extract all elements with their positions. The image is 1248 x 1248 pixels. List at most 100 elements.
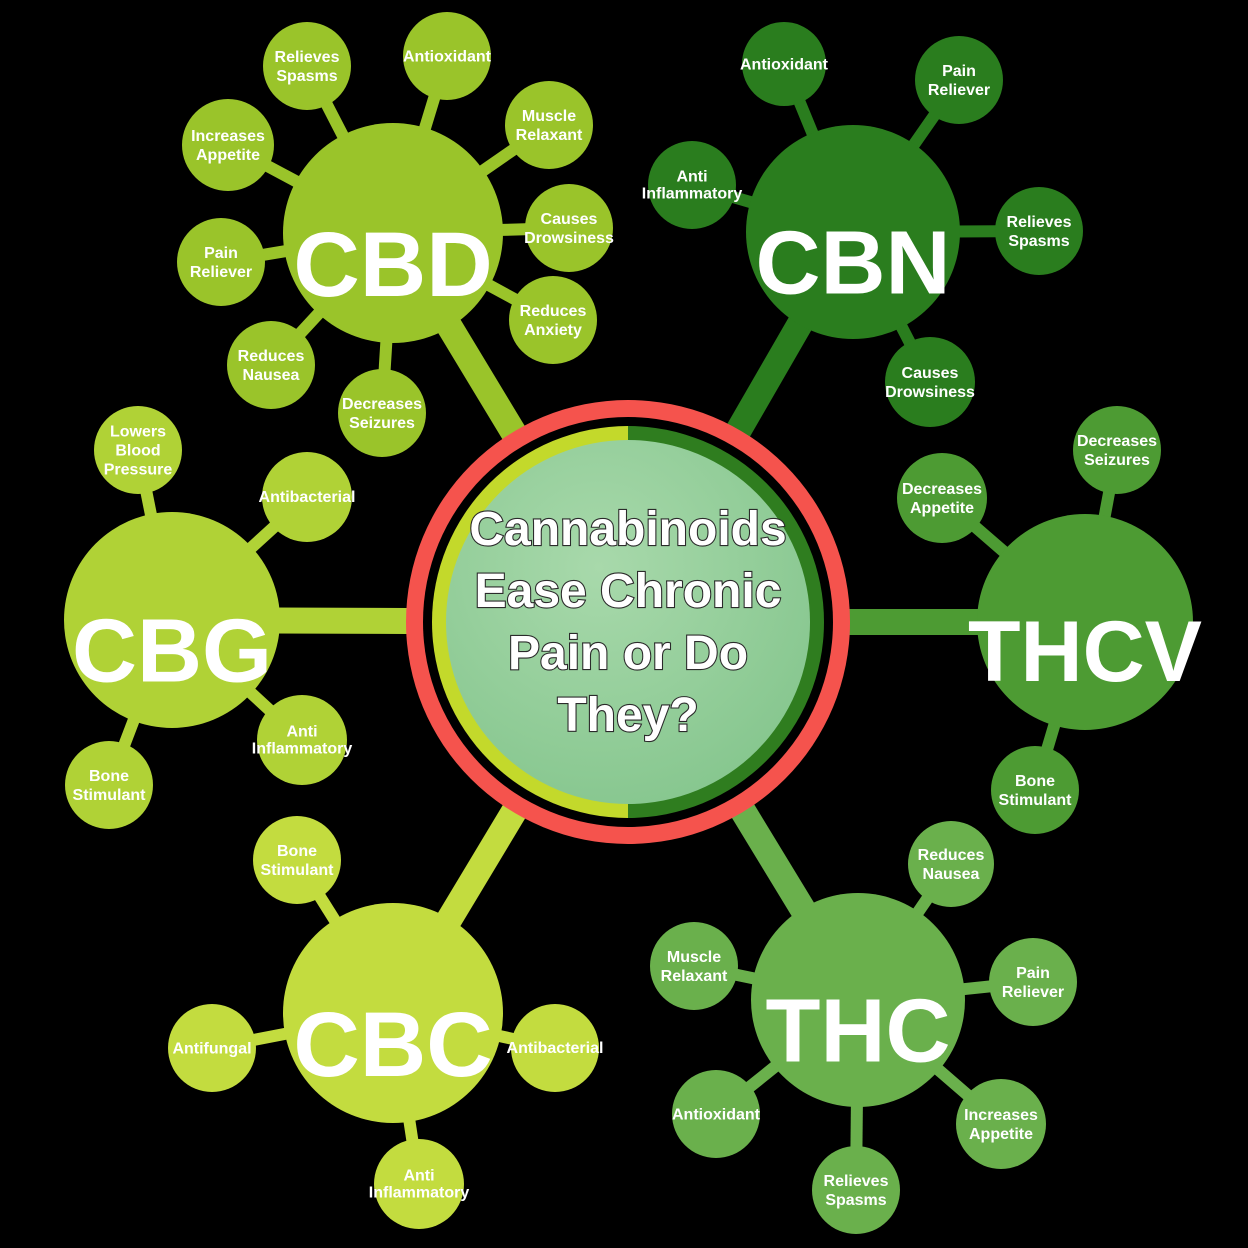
satellite-label: Inflammatory bbox=[642, 185, 743, 202]
satellite-label: Appetite bbox=[969, 1126, 1033, 1143]
satellite-thc-antioxidant[interactable]: Antioxidant bbox=[672, 1070, 761, 1158]
satellite-circle[interactable] bbox=[650, 922, 738, 1010]
satellite-label: Anxiety bbox=[524, 322, 582, 339]
satellite-circle[interactable] bbox=[897, 453, 987, 543]
satellite-circle[interactable] bbox=[257, 695, 347, 785]
hub-circle-cbd[interactable] bbox=[283, 123, 503, 343]
satellite-label: Relaxant bbox=[661, 968, 728, 985]
satellite-circle[interactable] bbox=[505, 81, 593, 169]
hub-circle-cbn[interactable] bbox=[746, 125, 960, 339]
hub-cbc[interactable]: CBC bbox=[283, 903, 503, 1123]
satellite-circle[interactable] bbox=[991, 746, 1079, 834]
satellite-cbc-antibacterial[interactable]: Antibacterial bbox=[507, 1004, 604, 1092]
satellite-cbc-antifungal[interactable]: Antifungal bbox=[168, 1004, 256, 1092]
satellite-circle[interactable] bbox=[94, 406, 182, 494]
satellite-circle[interactable] bbox=[956, 1079, 1046, 1169]
connector-cbd-2 bbox=[475, 142, 520, 179]
hub-thc[interactable]: THC bbox=[751, 893, 965, 1107]
hub-cbn[interactable]: CBN bbox=[746, 125, 960, 339]
connector-cbn-0 bbox=[792, 96, 821, 141]
satellite-label: Reliever bbox=[190, 264, 252, 281]
center-fill bbox=[446, 440, 810, 804]
satellite-label: Spasms bbox=[276, 68, 337, 85]
satellite-circle[interactable] bbox=[989, 938, 1077, 1026]
satellite-label: Appetite bbox=[196, 147, 260, 164]
satellite-label: Relieves bbox=[1007, 214, 1072, 231]
satellite-circle[interactable] bbox=[511, 1004, 599, 1092]
satellite-cbd-antioxidant[interactable]: Antioxidant bbox=[403, 12, 492, 100]
hub-circle-cbc[interactable] bbox=[283, 903, 503, 1123]
satellite-label: Spasms bbox=[825, 1192, 886, 1209]
satellite-circle[interactable] bbox=[227, 321, 315, 409]
connector-thc-4 bbox=[743, 1058, 783, 1094]
satellite-circle[interactable] bbox=[812, 1146, 900, 1234]
satellite-circle[interactable] bbox=[262, 452, 352, 542]
satellite-circle[interactable] bbox=[672, 1070, 760, 1158]
satellite-label: Drowsiness bbox=[885, 384, 975, 401]
hub-circle-thcv[interactable] bbox=[977, 514, 1193, 730]
satellite-circle[interactable] bbox=[253, 816, 341, 904]
satellite-label: Pain bbox=[1016, 965, 1050, 982]
satellite-label: Relieves bbox=[275, 49, 340, 66]
hub-circle-cbg[interactable] bbox=[64, 512, 280, 728]
satellite-circle[interactable] bbox=[908, 821, 994, 907]
satellite-circle[interactable] bbox=[263, 22, 351, 110]
satellite-circle[interactable] bbox=[403, 12, 491, 100]
satellite-circle[interactable] bbox=[182, 99, 274, 191]
satellite-circle[interactable] bbox=[509, 276, 597, 364]
hub-thcv[interactable]: THCV bbox=[968, 514, 1202, 730]
satellite-circle[interactable] bbox=[885, 337, 975, 427]
connector-thcv-1 bbox=[969, 520, 1012, 560]
satellite-label: Pressure bbox=[104, 462, 173, 479]
satellite-circle[interactable] bbox=[374, 1139, 464, 1229]
hub-label-thcv: THCV bbox=[968, 604, 1202, 700]
satellite-circle[interactable] bbox=[177, 218, 265, 306]
satellite-label: Causes bbox=[902, 365, 959, 382]
hub-cbd[interactable]: CBD bbox=[283, 123, 503, 343]
connector-cbd-1 bbox=[417, 92, 442, 136]
satellite-circle[interactable] bbox=[168, 1004, 256, 1092]
satellite-circle[interactable] bbox=[915, 36, 1003, 124]
satellite-circle[interactable] bbox=[525, 184, 613, 272]
satellite-circle[interactable] bbox=[648, 141, 736, 229]
satellite-cbg-antibacterial[interactable]: Antibacterial bbox=[259, 452, 356, 542]
satellite-circle[interactable] bbox=[742, 22, 826, 106]
satellite-circle[interactable] bbox=[995, 187, 1083, 275]
connector-cbd-4 bbox=[481, 277, 521, 307]
satellite-label: Relaxant bbox=[516, 127, 583, 144]
hub-circle-thc[interactable] bbox=[751, 893, 965, 1107]
satellite-label: Nausea bbox=[923, 866, 980, 883]
satellite-circle[interactable] bbox=[338, 369, 426, 457]
satellite-circle[interactable] bbox=[65, 741, 153, 829]
satellite-circle[interactable] bbox=[1073, 406, 1161, 494]
satellite-cbn-antioxidant[interactable]: Antioxidant bbox=[740, 22, 829, 106]
hub-cbg[interactable]: CBG bbox=[64, 512, 280, 728]
satellite-label: Appetite bbox=[910, 500, 974, 517]
